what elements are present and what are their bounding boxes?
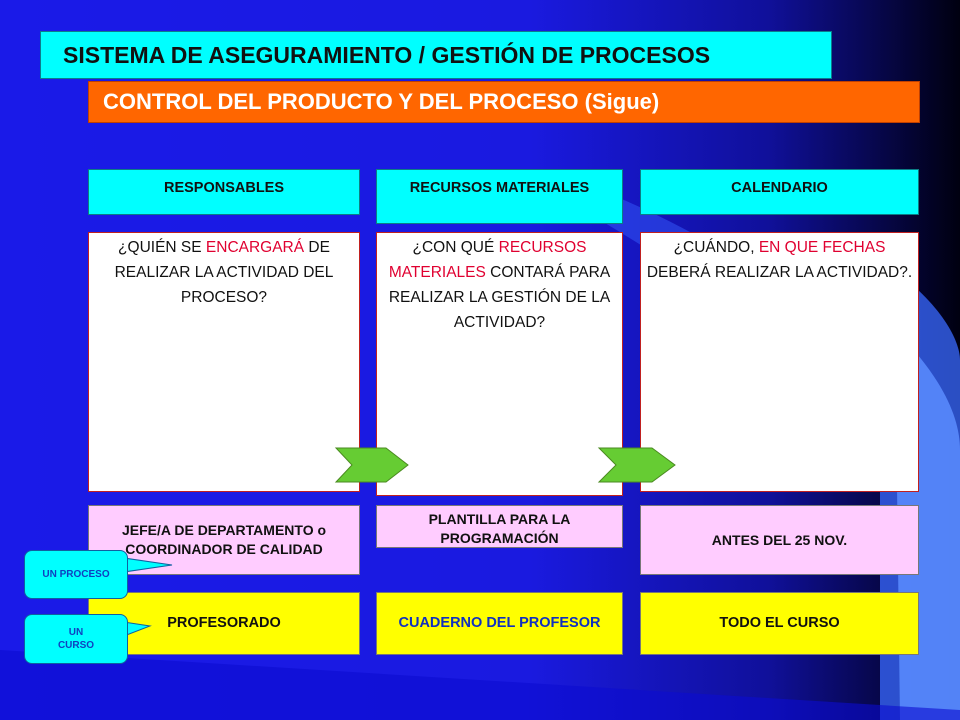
question-text-end: DE REALIZAR LA ACTIVIDAD DEL PROCESO? bbox=[114, 239, 334, 306]
question-text-end: DEBERÁ REALIZAR LA ACTIVIDAD?. bbox=[646, 264, 913, 281]
row1-recursos: PLANTILLA PARA LA PROGRAMACIÓN bbox=[376, 505, 623, 548]
right-arrow-icon bbox=[597, 447, 676, 483]
header-responsables: RESPONSABLES bbox=[88, 169, 360, 215]
row2-recursos: CUADERNO DEL PROFESOR bbox=[376, 592, 623, 655]
question-recursos: ¿CON QUÉ RECURSOS MATERIALES CONTARÁ PAR… bbox=[376, 232, 623, 496]
header-recursos-materiales: RECURSOS MATERIALES bbox=[376, 169, 623, 224]
slide-title: SISTEMA DE ASEGURAMIENTO / GESTIÓN DE PR… bbox=[40, 31, 832, 79]
question-highlight: ENCARGARÁ bbox=[205, 239, 305, 256]
question-responsables: ¿QUIÉN SE ENCARGARÁ DE REALIZAR LA ACTIV… bbox=[88, 232, 360, 492]
row1-calendario: ANTES DEL 25 NOV. bbox=[640, 505, 919, 575]
question-text-start: ¿CUÁNDO, bbox=[673, 239, 759, 256]
callout-un-proceso: UN PROCESO bbox=[24, 550, 128, 599]
row2-calendario: TODO EL CURSO bbox=[640, 592, 919, 655]
header-calendario: CALENDARIO bbox=[640, 169, 919, 215]
question-highlight: EN QUE FECHAS bbox=[758, 239, 886, 256]
question-text-end: CONTARÁ PARA REALIZAR LA GESTIÓN DE LA A… bbox=[388, 264, 611, 331]
question-highlight: RECURSOS MATERIALES bbox=[388, 239, 587, 281]
question-text-start: ¿CON QUÉ bbox=[412, 239, 499, 256]
question-text-start: ¿QUIÉN SE bbox=[118, 239, 206, 256]
slide-subtitle: CONTROL DEL PRODUCTO Y DEL PROCESO (Sigu… bbox=[88, 81, 920, 123]
question-calendario: ¿CUÁNDO, EN QUE FECHAS DEBERÁ REALIZAR L… bbox=[640, 232, 919, 492]
callout-pointer-proceso bbox=[123, 557, 173, 573]
right-arrow-icon bbox=[334, 447, 409, 483]
callout-un-curso: UN CURSO bbox=[24, 614, 128, 664]
